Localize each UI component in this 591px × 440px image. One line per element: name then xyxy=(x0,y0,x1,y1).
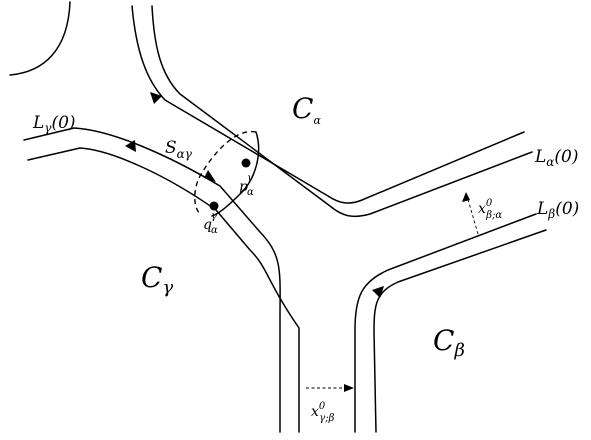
displacement-gamma-beta-head xyxy=(344,384,354,392)
region-label-beta: Cβ xyxy=(433,324,465,361)
region-label-gamma: Cγ xyxy=(141,261,173,298)
curve-label-gamma: Lγ(0) xyxy=(32,113,76,135)
arrowhead-gamma-left xyxy=(125,140,136,152)
surface-label: Sαγ xyxy=(165,138,193,161)
curve-label-beta: Lβ(0) xyxy=(536,199,579,221)
alpha-boundary-outer xyxy=(131,5,525,204)
region-label-alpha: Cα xyxy=(292,92,321,127)
displacement-beta-alpha-head xyxy=(462,192,470,202)
gamma-boundary-outer xyxy=(23,127,281,433)
beta-boundary-inner xyxy=(373,229,547,433)
corner-arc-top-left xyxy=(9,1,71,76)
beta-boundary-outer xyxy=(354,213,537,433)
point-q xyxy=(209,201,219,211)
alpha-boundary-inner xyxy=(151,5,533,218)
point-p xyxy=(241,158,251,168)
loop-dashed-back xyxy=(194,130,257,215)
arrowhead-beta-down xyxy=(372,286,384,298)
curve-label-alpha: Lα(0) xyxy=(534,147,579,169)
loop-arrowhead xyxy=(204,170,216,182)
displacement-beta-alpha-shaft xyxy=(466,195,479,235)
loop-solid-front xyxy=(211,131,260,217)
arrowhead-alpha-down xyxy=(150,92,162,104)
